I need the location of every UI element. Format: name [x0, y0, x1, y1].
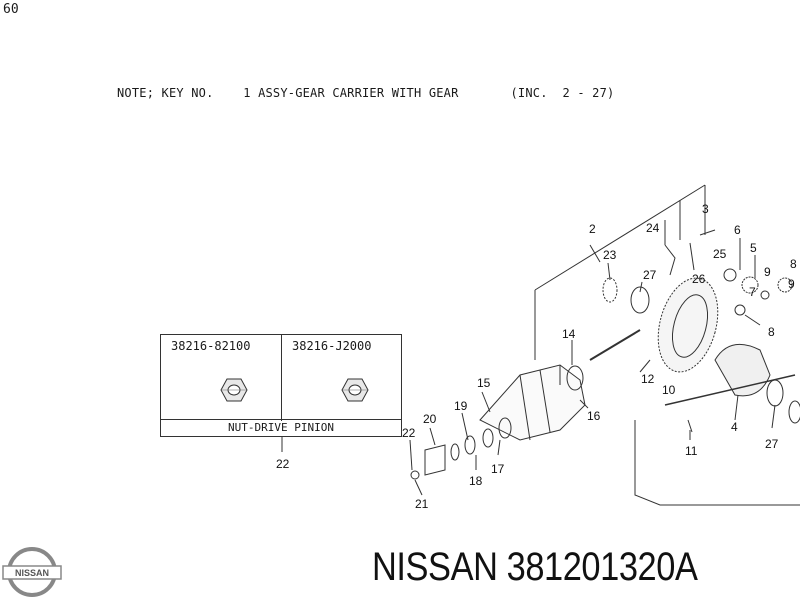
callout: 18: [469, 474, 483, 488]
brand-part-number: NISSAN 381201320A: [372, 545, 698, 589]
svg-text:9: 9: [788, 277, 795, 291]
callout: 21: [415, 497, 429, 511]
callout: 20: [423, 412, 437, 426]
callout: 17: [491, 462, 505, 476]
nut-drive-pinion-table: 38216-82100 38216-J2000 NUT-DRIVE PINION: [160, 334, 402, 437]
table-key: 22: [276, 457, 290, 471]
callout: 3: [702, 202, 709, 216]
part-option-1: 38216-82100: [161, 335, 282, 421]
callout: 14: [562, 327, 576, 341]
diagram-note: NOTE; KEY NO. 1 ASSY-GEAR CARRIER WITH G…: [117, 86, 615, 100]
part-number: 38216-J2000: [292, 339, 372, 353]
hex-nut-icon: [341, 378, 369, 402]
page-number: 60: [3, 2, 19, 17]
callouts-right-edge: 8 9: [788, 257, 797, 291]
part-option-2: 38216-J2000: [282, 335, 401, 421]
callout: 27: [765, 437, 779, 451]
callout: 27: [643, 268, 657, 282]
callout: 16: [587, 409, 601, 423]
callout: 9: [764, 265, 771, 279]
part-callouts: 2 3 4 5 6 7 8 9 10 11 12 14 15 16 17 18 …: [402, 202, 779, 511]
callout: 6: [734, 223, 741, 237]
table-caption: NUT-DRIVE PINION: [161, 419, 401, 436]
callout: 2: [589, 222, 596, 236]
part-number: 38216-82100: [171, 339, 251, 353]
callout: 5: [750, 241, 757, 255]
callout: 15: [477, 376, 491, 390]
callout: 25: [713, 247, 727, 261]
nissan-logo-icon: NISSAN: [2, 547, 62, 597]
callout: 4: [731, 420, 738, 434]
callout: 10: [662, 383, 676, 397]
svg-text:NISSAN: NISSAN: [15, 568, 49, 578]
callout: 26: [692, 272, 706, 286]
callout: 22: [402, 426, 416, 440]
callout: 24: [646, 221, 660, 235]
callout: 12: [641, 372, 655, 386]
callout: 11: [685, 444, 698, 458]
svg-text:8: 8: [790, 257, 797, 271]
callout: 8: [768, 325, 775, 339]
hex-nut-icon: [220, 378, 248, 402]
callout: 7: [749, 285, 756, 299]
callout: 19: [454, 399, 468, 413]
callout: 23: [603, 248, 617, 262]
